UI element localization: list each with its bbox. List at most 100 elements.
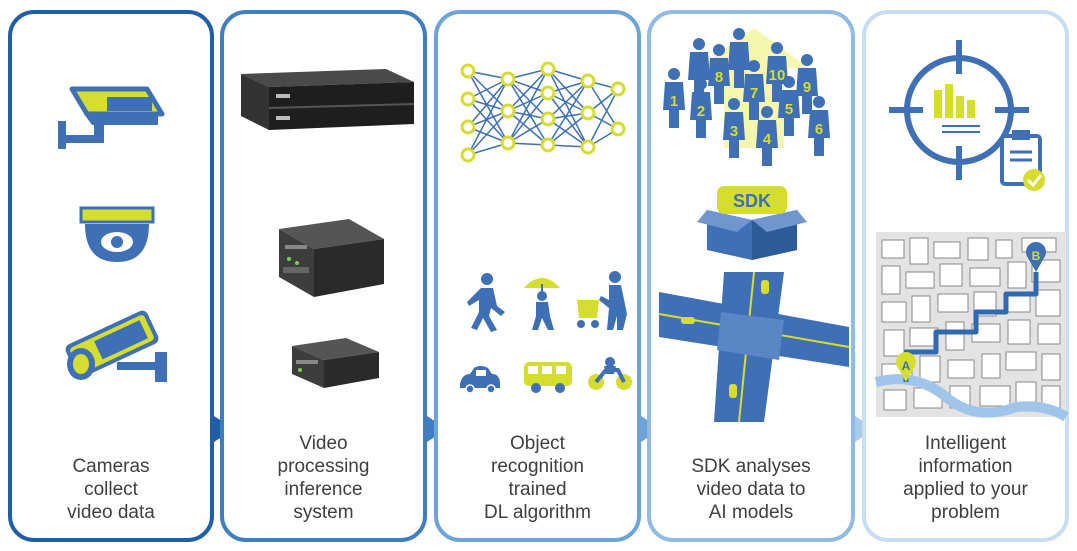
network-edge [507,118,549,144]
caption-line: system [293,502,354,523]
caption-line: Object [510,433,565,454]
network-edge [587,80,619,130]
caption-line: problem [931,502,1000,523]
stage-caption-video-processing: Video processing inference system [224,432,423,524]
caption-line: inference [284,479,363,500]
map-block [967,237,989,261]
person-figure [766,42,788,102]
target-chart-icon [889,40,1045,191]
crowd-count-number: 10 [769,67,786,84]
pedestrian-umbrella-icon [524,278,560,330]
dome-camera-icon [79,206,155,262]
edge-server-icon [279,219,384,297]
caption-line: recognition [491,456,584,477]
neural-network-icon [460,61,626,163]
person-figure [808,96,830,156]
network-edge [467,98,509,144]
map-block [911,295,931,323]
network-edge [547,112,589,146]
person-figure [743,60,765,120]
map-marker-b: B [1026,242,1046,272]
crowd-count-number: 8 [715,69,723,86]
pedestrian-icon [467,273,505,332]
crowd-count-number: 5 [785,101,793,118]
network-node [580,139,596,155]
sdk-box-icon: SDK [697,186,807,260]
network-edge [507,68,549,112]
crowd-count-number: 4 [763,131,772,148]
map-block [881,265,901,295]
network-node [500,103,516,119]
person-figure [778,76,800,136]
city-map-route-icon: AB [874,232,1069,422]
network-edge [507,68,549,144]
person-figure [688,38,710,98]
network-edge [587,88,619,148]
stage-panel-cameras: Cameras collect video data [8,10,214,542]
server-rack-icon [241,69,415,130]
network-node [460,63,476,79]
caption-line: Video [299,433,348,454]
network-edge [547,80,589,120]
sdk-label: SDK [733,191,771,211]
map-block [883,329,905,357]
map-block [1007,319,1031,345]
map-block [979,385,1011,407]
person-figure [796,54,818,114]
person-figure [708,44,730,104]
pedestrian-stroller-icon [577,271,627,330]
map-block [981,353,1001,379]
map-block [1041,353,1061,381]
map-block [905,271,935,289]
network-node [580,73,596,89]
person-figure [663,68,685,128]
map-block [883,389,907,411]
crowd-count-number: 9 [803,79,811,96]
person-figure [723,98,745,158]
network-node [500,135,516,151]
network-edge [507,78,549,120]
caption-line: SDK analyses [691,456,811,477]
network-node [540,137,556,153]
map-block [939,263,963,287]
network-edge [547,68,589,114]
bus-icon [524,362,572,393]
map-block [937,293,969,313]
map-block [995,239,1013,259]
map-block [919,355,941,383]
svg-text:A: A [902,359,911,373]
map-block [1005,351,1037,371]
person-figure [756,106,778,166]
stage-caption-object-recognition: Object recognition trained DL algorithm [438,432,637,524]
network-node [460,147,476,163]
network-node [580,105,596,121]
map-block [1007,261,1027,289]
network-edge [547,80,589,146]
map-block [881,301,907,323]
map-block [881,239,905,259]
intersection-icon [658,271,850,423]
caption-line: DL algorithm [483,502,591,523]
caption-line: applied to your [903,479,1028,500]
map-block [909,237,929,265]
network-edge [467,70,509,144]
network-edge [547,92,589,148]
car-icon [460,366,500,394]
svg-text:B: B [1032,249,1041,263]
network-node [460,119,476,135]
crowd-count-number: 1 [670,93,678,110]
network-node [460,91,476,107]
map-block [945,321,965,351]
motorcycle-icon [588,357,632,390]
person-figure [728,28,750,88]
network-node [540,111,556,127]
bullet-camera-icon [58,86,165,149]
stage-caption-sdk: SDK analyses video data to AI models [651,455,851,524]
mini-pc-icon [292,338,379,388]
caption-line: video data to [696,479,806,500]
map-block [947,359,975,379]
map-route [903,272,1039,382]
network-edge [507,110,549,146]
